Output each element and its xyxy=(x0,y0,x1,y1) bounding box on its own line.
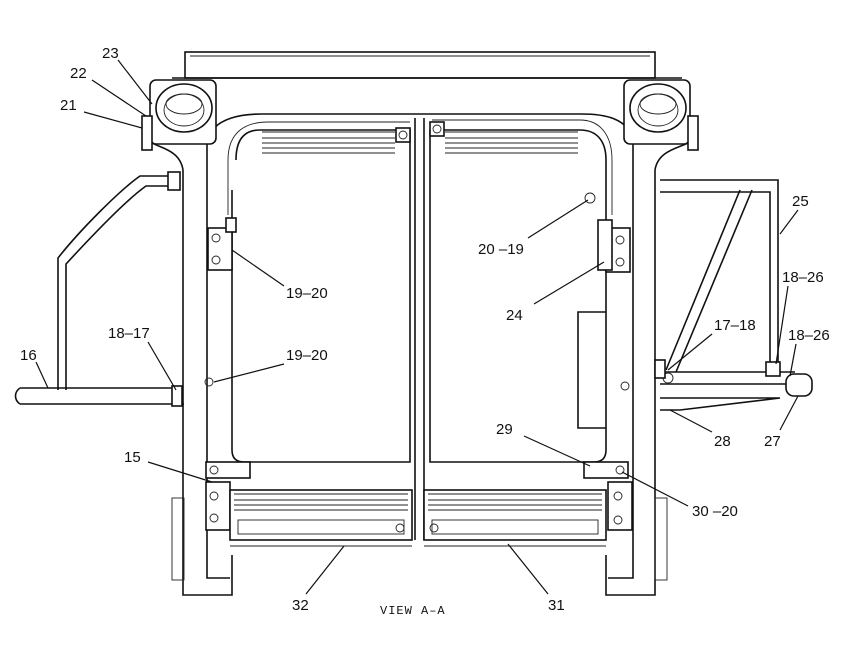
bracket-29-30 xyxy=(583,461,633,531)
right-inner-line xyxy=(432,119,613,215)
leader-lines xyxy=(35,59,799,595)
view-caption: VIEW A–A xyxy=(380,604,446,618)
label-21: 21 xyxy=(60,97,77,114)
label-19-20-upper: 19–20 xyxy=(286,285,328,302)
bracket-19-20-left xyxy=(207,217,237,271)
bracket-15 xyxy=(205,461,251,531)
bottom-header-31 xyxy=(423,489,607,547)
left-lower-plate xyxy=(171,497,185,581)
left-core-panel xyxy=(231,127,411,463)
label-27: 27 xyxy=(764,433,781,450)
label-31: 31 xyxy=(548,597,565,614)
label-28: 28 xyxy=(714,433,731,450)
bolt-20-19 xyxy=(584,192,596,204)
left-inner-line xyxy=(227,121,410,215)
label-22: 22 xyxy=(70,65,87,82)
left-mount-bearing xyxy=(141,79,217,151)
bolt-19-20 xyxy=(204,377,214,387)
label-18-26-upper: 18–26 xyxy=(782,269,824,286)
label-29: 29 xyxy=(496,421,513,438)
bottom-header-32 xyxy=(229,489,413,547)
right-bent-tube xyxy=(577,311,606,429)
bolt-right-mid xyxy=(620,381,630,391)
label-20-19: 20 –19 xyxy=(478,241,524,258)
label-24: 24 xyxy=(506,307,523,324)
right-tube-assembly xyxy=(654,179,813,411)
label-19-20-lower: 19–20 xyxy=(286,347,328,364)
right-core-panel xyxy=(429,121,607,463)
label-32: 32 xyxy=(292,597,309,614)
label-30-20: 30 –20 xyxy=(692,503,738,520)
label-16: 16 xyxy=(20,347,37,364)
label-17-18: 17–18 xyxy=(714,317,756,334)
right-mount-bearing xyxy=(623,79,699,151)
label-23: 23 xyxy=(102,45,119,62)
callout-labels: 21 22 23 16 18–17 15 19–20 19–20 20 –19 … xyxy=(20,45,830,618)
label-15: 15 xyxy=(124,449,141,466)
right-lower-plate xyxy=(654,497,668,581)
bracket-24-right xyxy=(597,219,631,273)
label-25: 25 xyxy=(792,193,809,210)
label-18-17: 18–17 xyxy=(108,325,150,342)
label-18-26-lower: 18–26 xyxy=(788,327,830,344)
left-tube-assembly xyxy=(14,171,184,407)
